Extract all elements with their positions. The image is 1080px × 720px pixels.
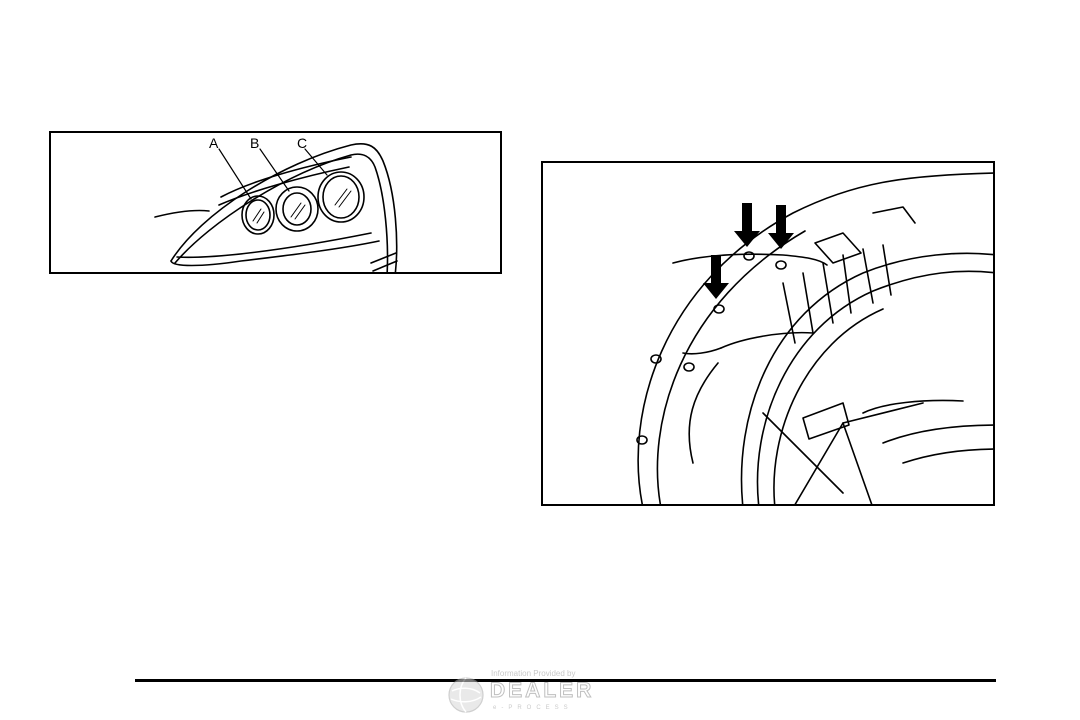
- taillamp-illustration: A B C: [49, 131, 502, 274]
- arrow-icons: [703, 203, 794, 299]
- watermark-brand: DEALER: [490, 679, 594, 703]
- watermark-caption: Information Provided by: [491, 669, 576, 678]
- watermark-subtext: e-PROCESS: [493, 705, 573, 711]
- globe-icon: [446, 675, 486, 715]
- taillamp-drawing: [51, 133, 502, 274]
- callout-b: B: [250, 136, 259, 150]
- dealer-watermark: Information Provided by DEALER e-PROCESS: [446, 669, 636, 720]
- callout-a: A: [209, 136, 218, 150]
- wheel-well-illustration: [541, 161, 995, 506]
- callout-c: C: [297, 136, 307, 150]
- wheel-well-drawing: [543, 163, 995, 506]
